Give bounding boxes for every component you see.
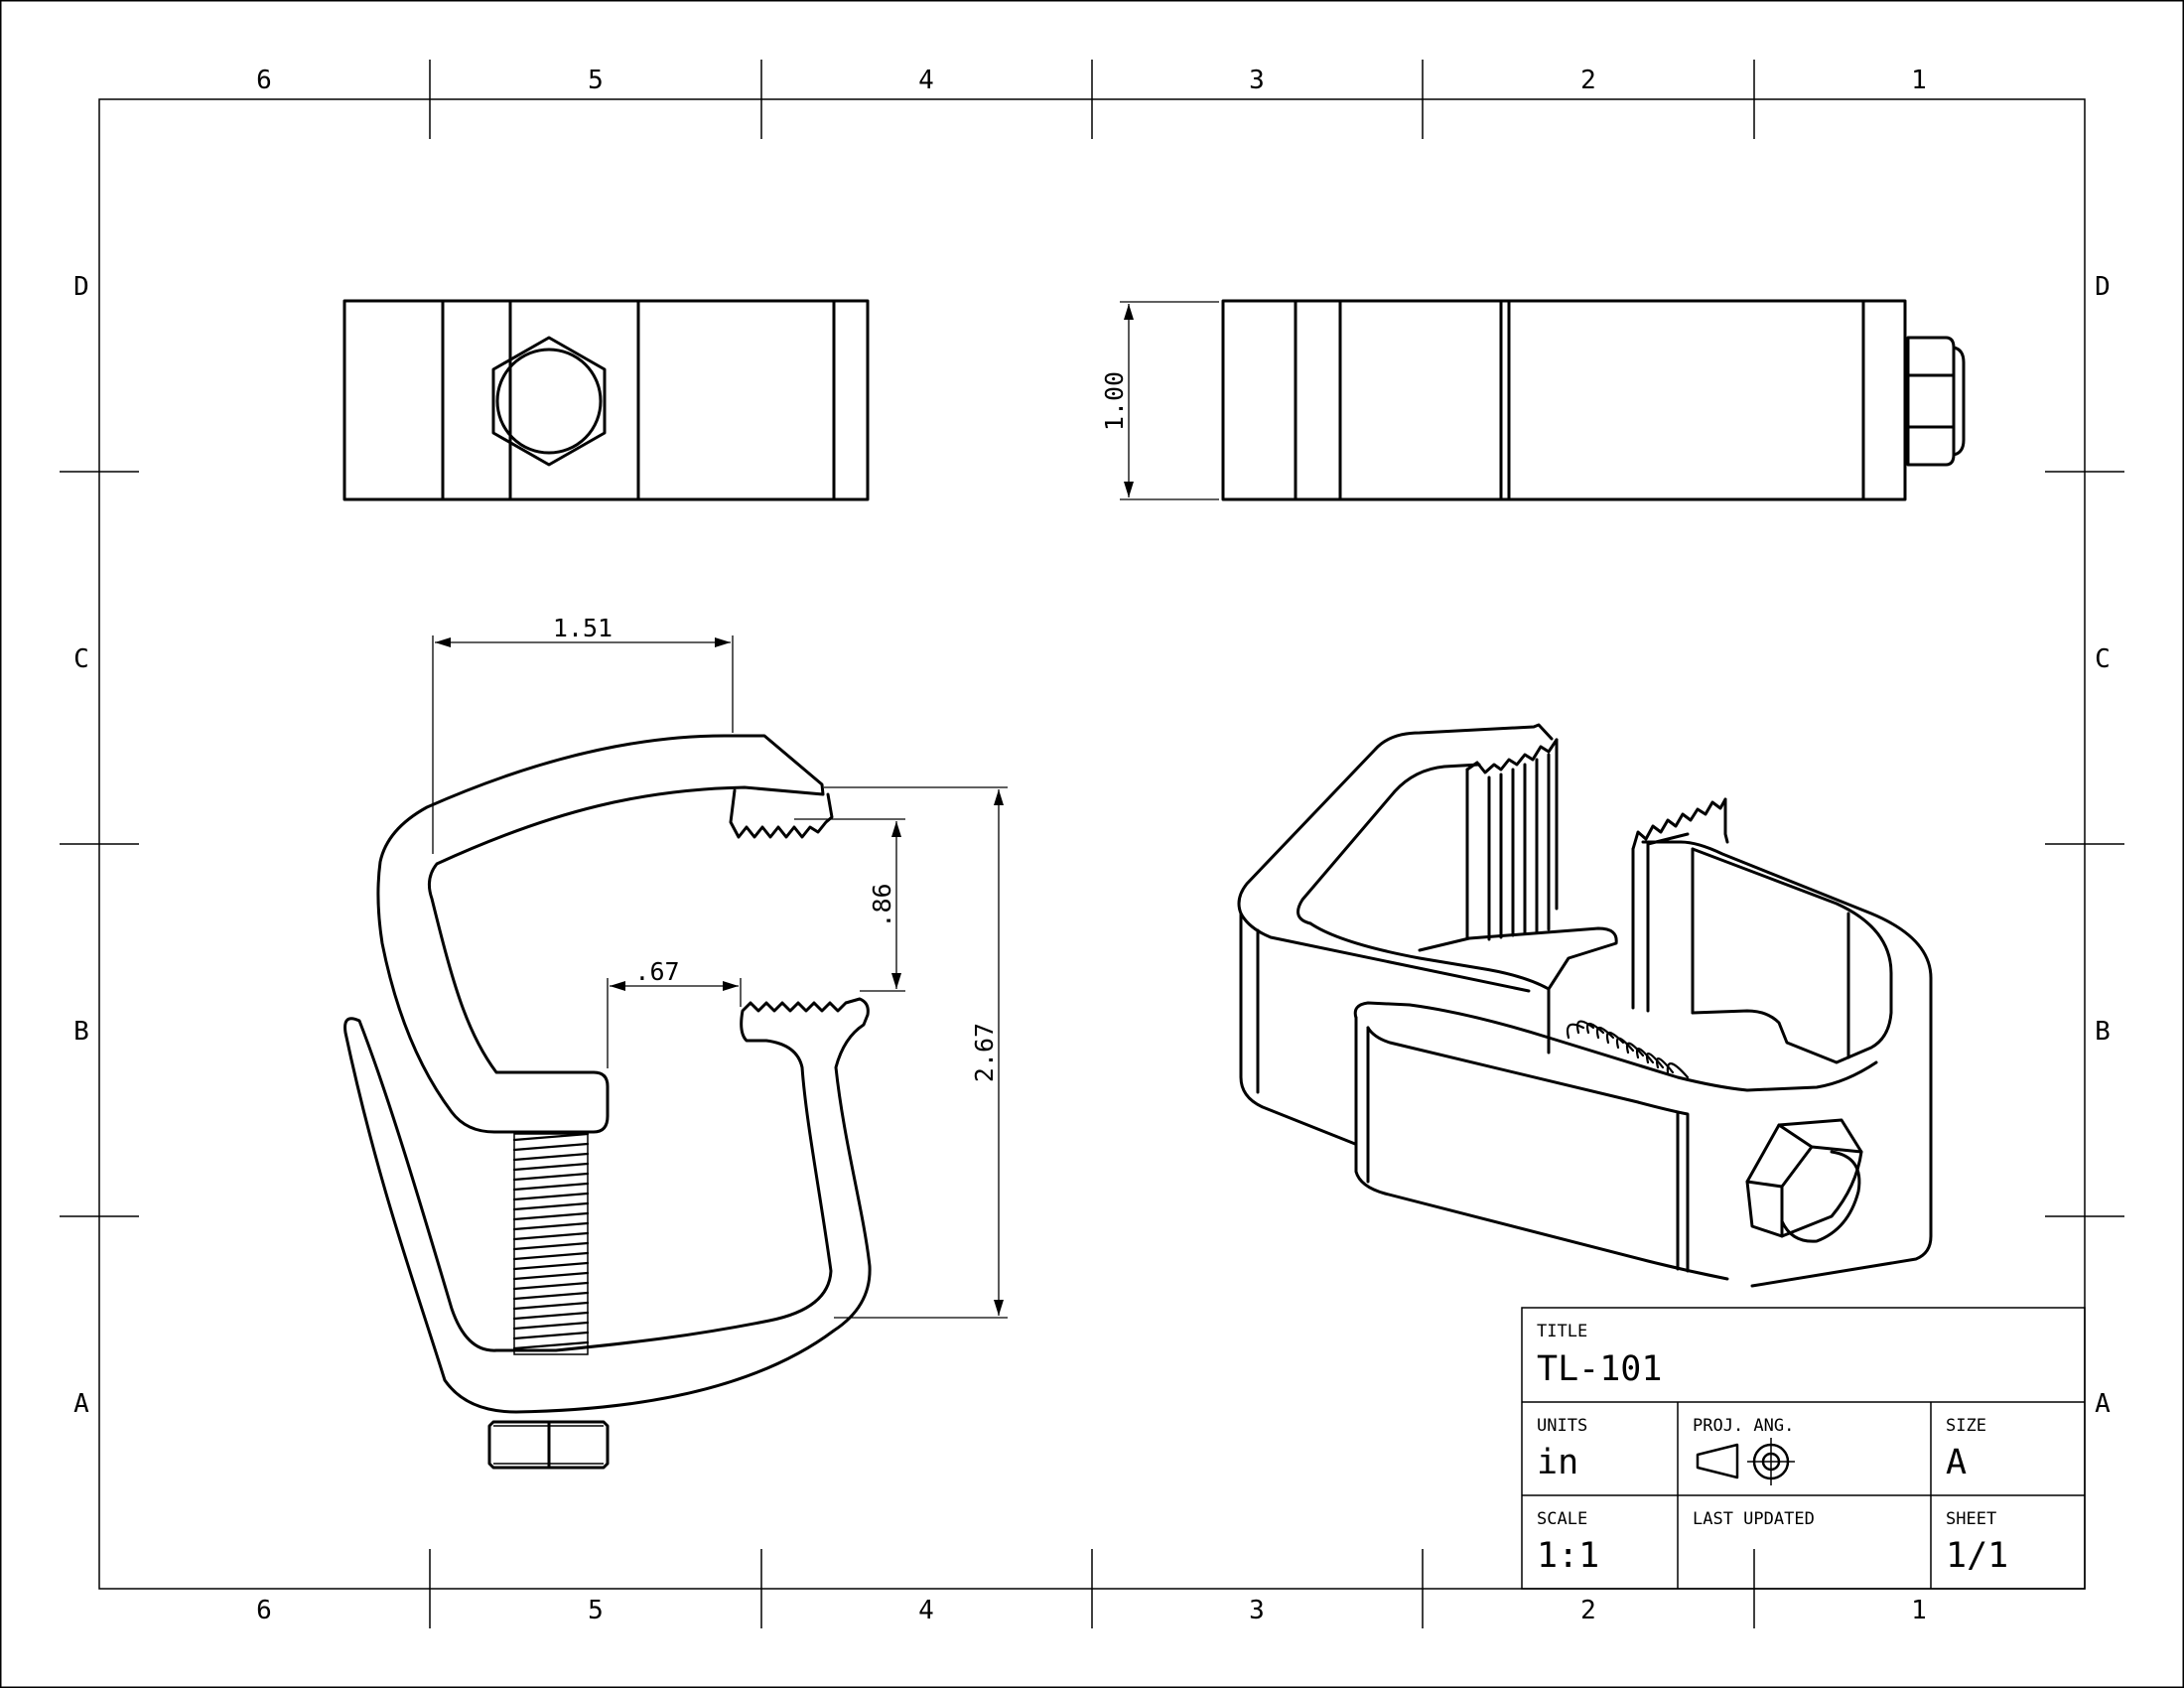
zone-col-label: 3	[1249, 1596, 1265, 1625]
zone-row-label: D	[2095, 272, 2111, 302]
zone-labels: 6 5 4 3 2 1 6 5 4 3 2 1 D C B A D C B A	[73, 66, 2111, 1625]
nut-icon	[487, 1420, 610, 1470]
sheet-value: 1/1	[1946, 1536, 2008, 1576]
zone-col-label: 3	[1249, 66, 1265, 95]
size-label: SIZE	[1946, 1416, 1986, 1436]
isometric-view	[1237, 723, 1933, 1288]
zone-row-label: D	[73, 272, 89, 302]
zone-col-label: 4	[918, 66, 934, 95]
zone-col-label: 4	[918, 1596, 934, 1625]
zone-col-label: 2	[1580, 66, 1596, 95]
title-value: TL-101	[1537, 1349, 1662, 1389]
sheet-label: SHEET	[1946, 1509, 1996, 1529]
zone-row-label: B	[73, 1017, 89, 1047]
bolt-head-icon	[1906, 336, 1956, 467]
zone-col-label: 5	[588, 66, 604, 95]
zone-col-label: 6	[256, 66, 272, 95]
hex-bolt-head-icon	[491, 336, 607, 467]
zone-col-label: 2	[1580, 1596, 1596, 1625]
dimension-width-label: 1.51	[553, 614, 613, 642]
dimension-gap-label: .86	[868, 883, 896, 927]
zone-col-label: 6	[256, 1596, 272, 1625]
units-value: in	[1537, 1443, 1578, 1482]
dimension-height-label: 1.00	[1100, 371, 1129, 431]
zone-row-label: A	[73, 1389, 89, 1419]
zone-col-label: 1	[1911, 66, 1927, 95]
size-value: A	[1946, 1443, 1967, 1482]
zone-row-label: C	[73, 644, 89, 674]
scale-value: 1:1	[1537, 1536, 1599, 1576]
units-label: UNITS	[1537, 1416, 1587, 1436]
side-view: 1.00	[1100, 299, 1966, 501]
zone-row-label: B	[2095, 1017, 2111, 1047]
zone-col-label: 1	[1911, 1596, 1927, 1625]
title-block: TITLE TL-101 UNITS in PROJ. ANG. SIZE A …	[1521, 1307, 2086, 1590]
zone-row-label: A	[2095, 1389, 2111, 1419]
scale-label: SCALE	[1537, 1509, 1587, 1529]
top-view	[342, 299, 870, 501]
iso-hex-bolt-icon	[1745, 1118, 1863, 1238]
third-angle-projection-icon	[1696, 1438, 1795, 1485]
zone-col-label: 5	[588, 1596, 604, 1625]
projection-angle-label: PROJ. ANG.	[1693, 1416, 1794, 1436]
dimension-offset-label: .67	[634, 957, 679, 986]
title-label: TITLE	[1537, 1322, 1587, 1341]
zone-row-label: C	[2095, 644, 2111, 674]
front-view: 1.51 .67 .86 2.67	[343, 614, 1008, 1470]
dimension-overall-label: 2.67	[970, 1023, 999, 1082]
last-updated-label: LAST UPDATED	[1693, 1509, 1815, 1529]
screw-thread	[512, 1132, 590, 1350]
